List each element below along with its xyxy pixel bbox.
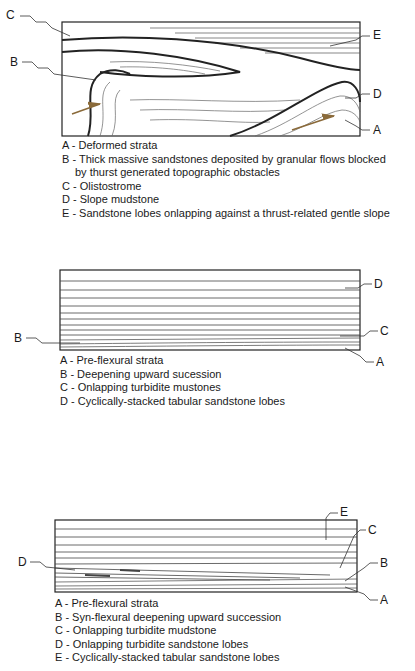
- flexural-section-2: [55, 520, 357, 592]
- callout-letter: C: [380, 324, 389, 338]
- legend-list: A - Pre-flexural strataB - Deepening upw…: [60, 354, 380, 408]
- legend-line: A - Deformed strata: [62, 139, 392, 153]
- legend-line: E - Cyclically-stacked tabular sandstone…: [55, 651, 375, 665]
- callout-letter: D: [373, 87, 382, 101]
- legend-line: C - Onlapping turbidite mustones: [60, 381, 380, 395]
- legend-line: A - Pre-flexural strata: [60, 354, 380, 368]
- callout-letter: B: [14, 331, 22, 345]
- leader-lines: [30, 513, 378, 600]
- legend-line: C - Olistostrome: [62, 180, 392, 194]
- callout-letter: B: [10, 55, 18, 69]
- legend-line: B - Deepening upward sucession: [60, 368, 380, 382]
- flexural-section-1: [60, 270, 360, 350]
- legend-line: D - Onlapping turbidite sandstone lobes: [55, 638, 375, 652]
- legend-line: C - Onlapping turbidite mudstone: [55, 624, 375, 638]
- leader-lines: [26, 284, 378, 362]
- thrust-section: [62, 22, 360, 136]
- callout-letter: E: [373, 28, 381, 42]
- callout-letter: A: [373, 123, 381, 137]
- callout-letter: B: [380, 556, 388, 570]
- callout-letter: A: [380, 593, 388, 607]
- legend-line: D - Slope mudstone: [62, 193, 392, 207]
- callout-letter: D: [18, 555, 27, 569]
- legend-line: E - Sandstone lobes onlapping against a …: [62, 207, 392, 221]
- callout-letter: D: [374, 277, 383, 291]
- legend-line: A - Pre-flexural strata: [55, 597, 375, 611]
- callout-letter: E: [340, 505, 348, 519]
- callout-letter: A: [376, 355, 384, 369]
- legend-list: A - Pre-flexural strataB - Syn-flexural …: [55, 597, 375, 665]
- legend-list: A - Deformed strataB - Thick massive san…: [62, 139, 392, 220]
- legend-line: B - Thick massive sandstones deposited b…: [62, 153, 392, 180]
- callout-letter: C: [6, 8, 15, 22]
- legend-line: B - Syn-flexural deepening upward succes…: [55, 611, 375, 625]
- legend-line: D - Cyclically-stacked tabular sandstone…: [60, 395, 380, 409]
- callout-letter: C: [368, 523, 377, 537]
- leader-lines: [20, 16, 370, 130]
